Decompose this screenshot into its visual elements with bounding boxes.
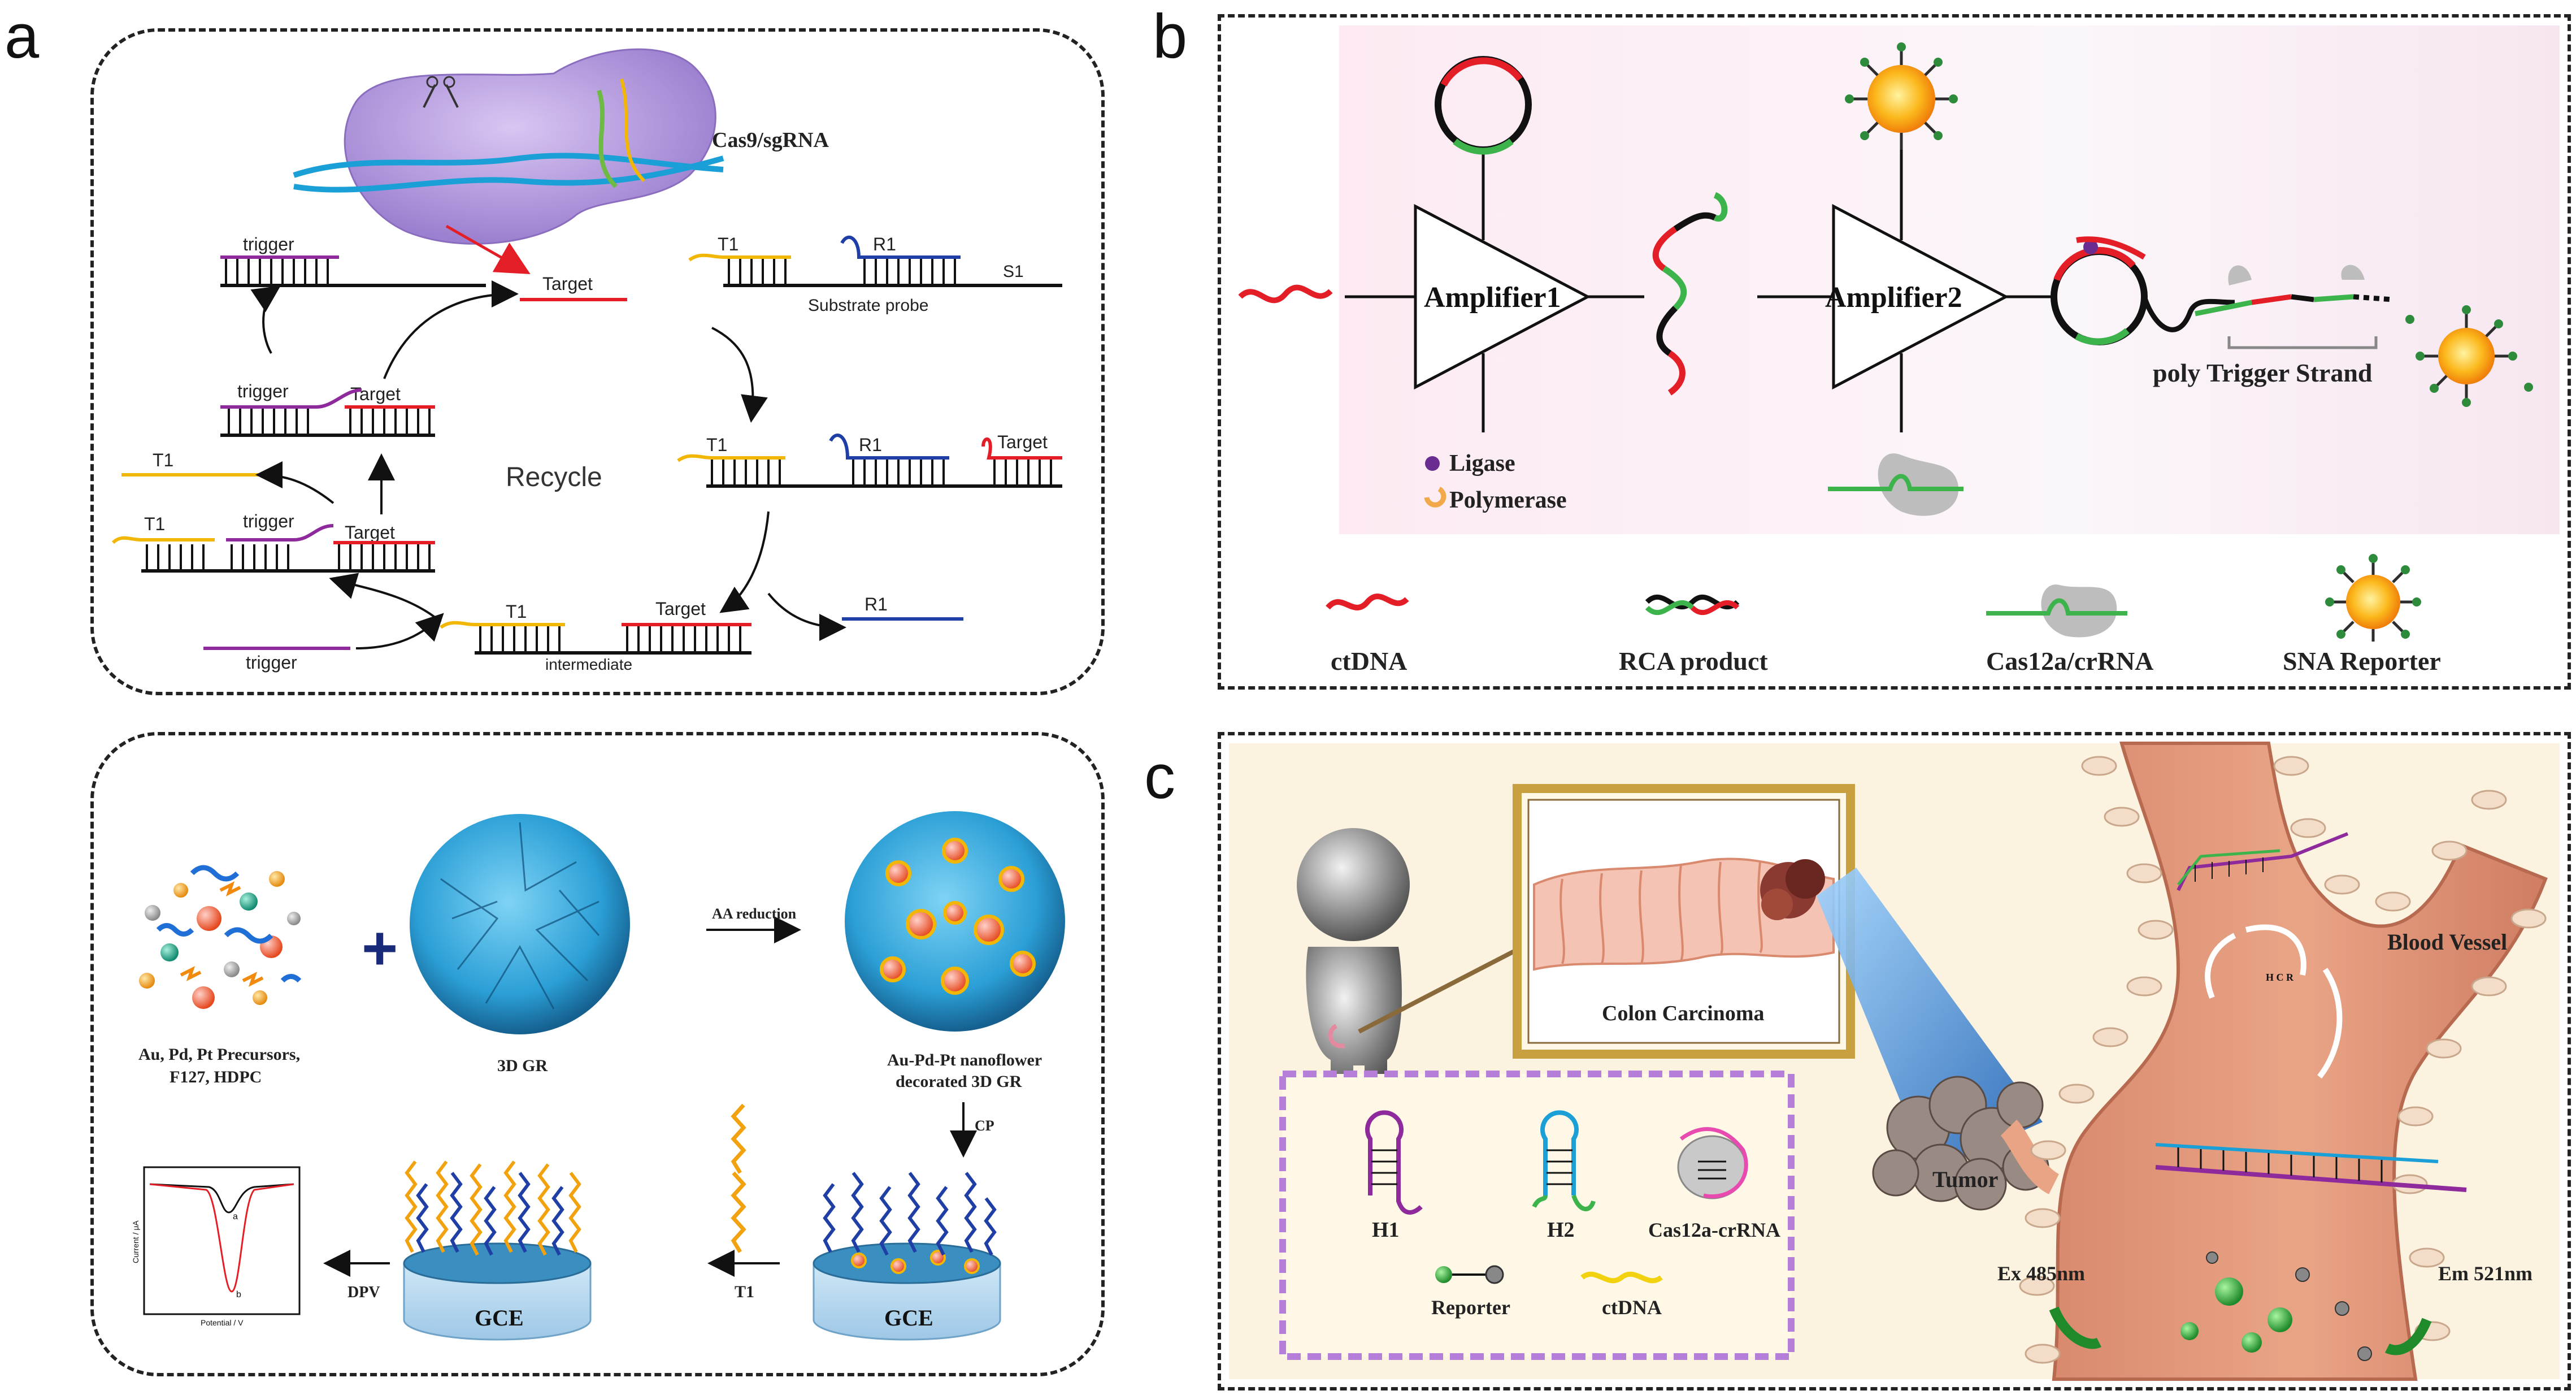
ctdna-legend-icon (1326, 593, 1409, 610)
circular-template-icon (1435, 56, 1532, 155)
sna-reporter-top-icon (1845, 42, 1958, 150)
r1-label-mid: R1 (859, 435, 882, 455)
vessel-cells (2019, 756, 2547, 1364)
nanoflower-sphere-icon (845, 811, 1065, 1032)
intermediate-label: intermediate (545, 656, 632, 673)
sna-reporter-right-icon (2405, 305, 2533, 407)
h1-hairpin-icon (1365, 1110, 1423, 1215)
cas12a-crrna-icon (1677, 1127, 1748, 1199)
nanoflower-label-line2: decorated 3D GR (896, 1072, 1022, 1091)
panel-a-bottom-box (90, 732, 1105, 1376)
recycle-label: Recycle (506, 462, 602, 492)
cp-label: CP (975, 1117, 994, 1134)
h1-label: H1 (1372, 1218, 1400, 1242)
blood-vessel-label: Blood Vessel (2387, 929, 2507, 955)
nanoflower-label-line1: Au-Pd-Pt nanoflower (887, 1051, 1042, 1069)
tumor-label: Tumor (1932, 1167, 1998, 1192)
target-label-mid: Target (997, 432, 1048, 452)
aa-reduction-label: AA reduction (712, 906, 797, 922)
panel-label-b: b (1153, 2, 1188, 71)
h2-hairpin-icon (1532, 1110, 1596, 1211)
s1-label: S1 (1003, 262, 1024, 281)
target-label-2: Target (350, 384, 401, 404)
gce-label-mid: GCE (475, 1305, 524, 1331)
target-label-inter: Target (655, 599, 706, 619)
r1-label-substrate: R1 (873, 234, 896, 254)
gce-label-right: GCE (884, 1305, 933, 1331)
hcr-label: H C R (2266, 972, 2294, 983)
colon-carcinoma-label: Colon Carcinoma (1602, 1002, 1764, 1025)
t1-label-mid: T1 (706, 435, 727, 455)
legend-ctdna: ctDNA (1331, 647, 1407, 675)
t1-label-substrate: T1 (718, 234, 739, 254)
rca-product-legend-icon (1645, 594, 1740, 616)
person-icon (1297, 828, 1410, 1094)
ex-label: Ex 485nm (1997, 1262, 2085, 1285)
panel-c-diagram: Colon Carcinoma Tumor Blood Vessel H C R… (1229, 742, 2560, 1381)
legend-sna-reporter: SNA Reporter (2283, 647, 2441, 675)
curve-b-label: b (236, 1290, 241, 1299)
cas12a-legend-icon (1986, 584, 2127, 638)
colon-tissue-icon (1533, 857, 1835, 971)
legend-rca-product: RCA product (1619, 647, 1768, 675)
panel-label-a: a (5, 2, 40, 71)
ctdna-label: ctDNA (1602, 1296, 1662, 1319)
panel-a-bottom-diagram: Au, Pd, Pt Precursors, F127, HDPC + 3D G… (131, 811, 1065, 1341)
reporter-label: Reporter (1431, 1296, 1510, 1319)
ctdna-wave-icon (1580, 1271, 1663, 1284)
amplifier1-label: Amplifier1 (1424, 281, 1561, 314)
plot-ylabel: Current / μA (131, 1220, 140, 1263)
panel-b-box (1218, 14, 2571, 690)
t1-arrow-label: T1 (735, 1283, 754, 1301)
target-label-3: Target (345, 522, 395, 543)
panel-label-c: c (1144, 742, 1175, 812)
precursors-label-line1: Au, Pd, Pt Precursors, (138, 1045, 300, 1064)
substrate-probe-label: Substrate probe (808, 296, 928, 315)
curve-a-label: a (233, 1212, 238, 1221)
trigger-label-3: trigger (243, 511, 294, 531)
em-label: Em 521nm (2438, 1262, 2532, 1285)
cas9-label: Cas9/sgRNA (712, 128, 829, 152)
panel-c-box (1218, 732, 2571, 1390)
plot-xlabel: Potential / V (201, 1318, 244, 1327)
gce-electrode-right-icon (813, 1172, 1001, 1341)
t1-label-inter: T1 (506, 601, 527, 622)
cas12a-crrna-label: Cas12a-crRNA (1648, 1219, 1780, 1241)
ligase-dot-icon (1425, 456, 1440, 471)
cas9-protein-icon (293, 48, 724, 245)
amplifier2-label: Amplifier2 (1825, 281, 1962, 314)
panel-a-top-box (90, 28, 1105, 695)
polymerase-icon (1424, 487, 1446, 508)
ligase-label: Ligase (1449, 450, 1515, 476)
gce-electrode-mid-icon (403, 1160, 592, 1341)
trigger-label-2: trigger (237, 381, 289, 401)
dpv-plot: a b Potential / V Current / μA (131, 1166, 301, 1327)
plus-sign: + (362, 913, 398, 983)
cas12a-complex-icon (1828, 453, 1964, 516)
panel-b-diagram: Amplifier1 Amplifier2 Ligase Polymerase (1238, 25, 2560, 675)
t1-label-low: T1 (144, 514, 165, 534)
gr-label: 3D GR (497, 1056, 548, 1075)
target-label-free: Target (542, 274, 593, 294)
reporter-icon (1435, 1265, 1504, 1284)
rca-product-icon (1652, 192, 1728, 396)
dpv-label: DPV (347, 1284, 380, 1301)
legend-box (1279, 1071, 1795, 1360)
graphene-sphere-icon (410, 814, 630, 1034)
precursors-label-line2: F127, HDPC (170, 1068, 262, 1086)
trigger-label-top: trigger (243, 234, 294, 254)
poly-trigger-label: poly Trigger Strand (2153, 358, 2373, 387)
t1-label-left: T1 (153, 450, 173, 470)
precursors-cluster-icon (139, 865, 302, 1009)
panel-a-top-diagram: Cas9/sgRNA Target trigger T1 R1 Substrat… (111, 48, 1062, 673)
legend-cas12a-crrna: Cas12a/crRNA (1986, 647, 2153, 675)
h2-label: H2 (1547, 1218, 1575, 1242)
r1-label-free: R1 (865, 594, 888, 614)
trigger-label-free: trigger (246, 652, 297, 673)
polymerase-label: Polymerase (1449, 487, 1567, 513)
light-beam (1817, 868, 2043, 1173)
sna-reporter-legend-icon (2325, 554, 2421, 642)
